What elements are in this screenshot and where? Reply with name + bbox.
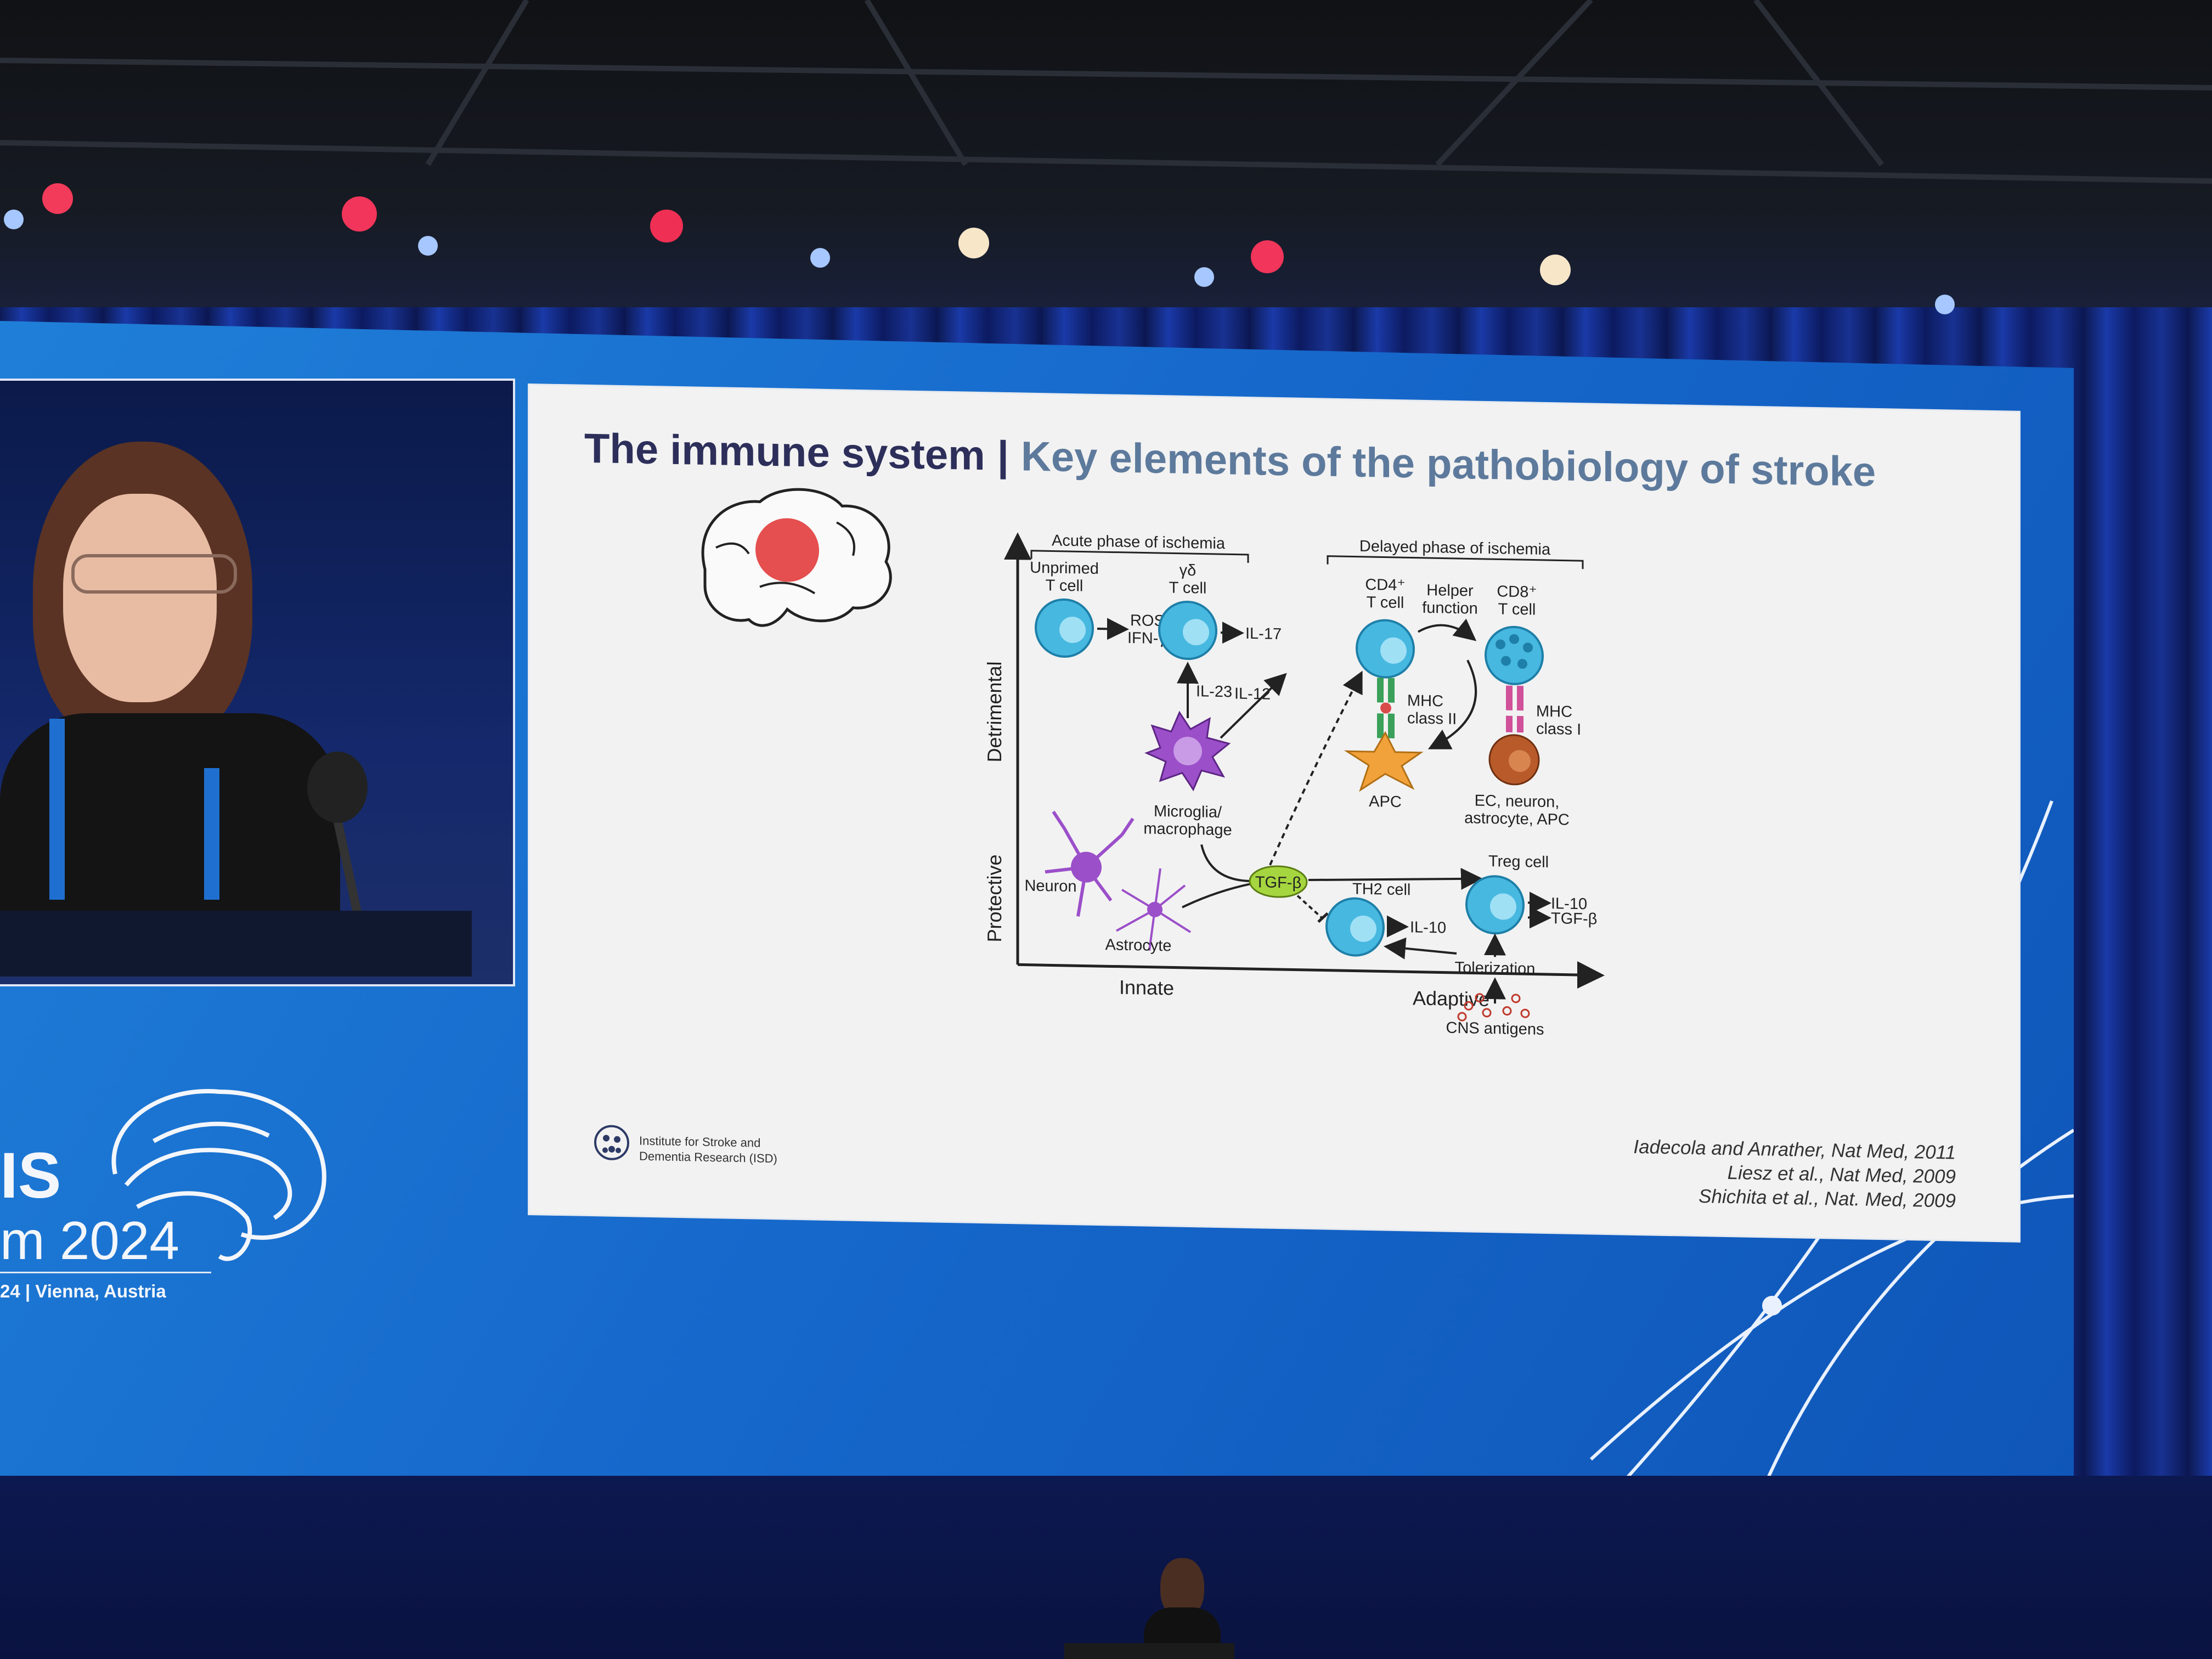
microglia-label-1: Microglia/ <box>1154 803 1222 821</box>
references: Iadecola and Anrather, Nat Med, 2011 Lie… <box>1572 1134 1956 1214</box>
th2-label: TH2 cell <box>1352 880 1410 899</box>
ec-label-1: EC, neuron, <box>1475 792 1560 811</box>
cd4-label-2: T cell <box>1367 594 1404 612</box>
speaker-face <box>63 494 217 702</box>
ec-label-2: astrocyte, APC <box>1464 809 1570 829</box>
spotlight-group <box>4 183 1955 314</box>
cns-antigens-label: CNS antigens <box>1446 1019 1544 1039</box>
acute-phase-label: Acute phase of ischemia <box>1052 532 1226 552</box>
spotlight <box>418 236 438 256</box>
astrocyte-cell <box>1116 868 1192 951</box>
x-axis-label-left: Innate <box>1119 976 1174 1000</box>
stage-lights <box>0 0 2212 314</box>
tgf-beta-badge: TGF-β <box>1249 865 1308 898</box>
cns-antigens-dots <box>1457 993 1530 1022</box>
brand-divider <box>0 1272 211 1273</box>
th2-il10-label: IL-10 <box>1410 918 1446 936</box>
conference-location: 24 | Vienna, Austria <box>0 1281 166 1301</box>
microglia-label-2: macrophage <box>1143 820 1232 839</box>
lanyard <box>204 768 219 900</box>
mhc2-label-1: MHC <box>1407 692 1443 710</box>
helper-label-1: Helper <box>1426 582 1474 600</box>
target-cell <box>1488 734 1540 786</box>
x-axis-label-right: Adaptive <box>1413 987 1489 1011</box>
treg-tgf-label: TGF-β <box>1551 910 1597 928</box>
conference-name-fragment: IS <box>0 1139 61 1212</box>
conference-brain-logo <box>111 1089 326 1261</box>
spotlight <box>1194 267 1214 287</box>
spotlight <box>1935 295 1955 314</box>
institute-logo-icon <box>594 1125 629 1160</box>
podium-shadow <box>0 911 472 977</box>
neuron-cell <box>1045 810 1135 917</box>
svg-text:TGF-β: TGF-β <box>1255 873 1301 892</box>
mhc1-label-2: class I <box>1536 720 1581 739</box>
microglia-cell <box>1144 710 1231 792</box>
brain-icon <box>701 488 892 627</box>
spotlight <box>1540 255 1571 285</box>
gd-t-cell-label-1: γδ <box>1180 562 1197 580</box>
unprimed-label-2: T cell <box>1046 577 1084 595</box>
lanyard <box>49 719 65 900</box>
axes <box>1004 532 1605 989</box>
spotlight <box>810 248 830 268</box>
treg-label: Treg cell <box>1488 853 1549 871</box>
delayed-phase-bracket <box>1327 555 1584 569</box>
institute-logo-text: Institute for Stroke and Dementia Resear… <box>639 1133 777 1166</box>
presentation-slide: The immune system|Key elements of the pa… <box>529 385 2019 1241</box>
delayed-phase-label: Delayed phase of ischemia <box>1359 538 1551 558</box>
y-axis-label-top: Detrimental <box>983 661 1006 763</box>
immune-diagram: Detrimental Protective Innate Adaptive A… <box>594 488 1605 1160</box>
arc-node <box>1762 1296 1782 1316</box>
acute-phase-bracket <box>1030 550 1249 563</box>
mhc2-label-2: class II <box>1407 709 1457 728</box>
mhc-class-i-receptor <box>1506 685 1523 733</box>
apc-cell <box>1344 731 1424 792</box>
microphone <box>307 752 368 823</box>
stage-lower-curtain <box>0 1476 2212 1659</box>
treg-il10-label: IL-10 <box>1551 895 1587 913</box>
cd4-label-1: CD4⁺ <box>1365 576 1405 594</box>
unprimed-label-1: Unprimed <box>1030 559 1099 578</box>
spotlight <box>42 183 73 214</box>
cd4-t-cell <box>1356 619 1415 679</box>
spotlight <box>650 210 683 242</box>
treg-cell <box>1465 875 1525 935</box>
th2-cell <box>1325 897 1385 957</box>
gd-t-cell-label-2: T cell <box>1169 579 1207 597</box>
il17-label: IL-17 <box>1245 625 1282 643</box>
speaker-glasses <box>71 554 237 594</box>
helper-label-2: function <box>1422 599 1478 618</box>
y-axis-label-bottom: Protective <box>983 854 1006 943</box>
neuron-label: Neuron <box>1024 877 1076 896</box>
cd8-t-cell <box>1485 625 1544 685</box>
mhc-class-ii-receptor <box>1377 678 1395 738</box>
il23-label: IL-23 <box>1196 682 1232 701</box>
unprimed-t-cell <box>1035 598 1094 658</box>
il12-label: IL-12 <box>1234 685 1271 703</box>
cd8-label-2: T cell <box>1498 600 1536 618</box>
tolerization-label: Tolerization <box>1455 959 1536 978</box>
spotlight <box>1251 240 1284 273</box>
conference-year: m 2024 <box>0 1210 179 1271</box>
cd8-label-1: CD8⁺ <box>1497 583 1537 601</box>
spotlight <box>342 196 377 232</box>
speaker-on-stage-body <box>1144 1607 1221 1646</box>
apc-label: APC <box>1369 793 1402 811</box>
ceiling-truss <box>0 0 2212 340</box>
astrocyte-label: Astrocyte <box>1105 936 1172 955</box>
spotlight <box>958 228 989 258</box>
spotlight <box>4 210 24 229</box>
infarct-mark <box>755 518 819 582</box>
mhc1-label-1: MHC <box>1536 703 1572 721</box>
gd-t-cell <box>1158 600 1217 661</box>
podium <box>1064 1643 1234 1659</box>
